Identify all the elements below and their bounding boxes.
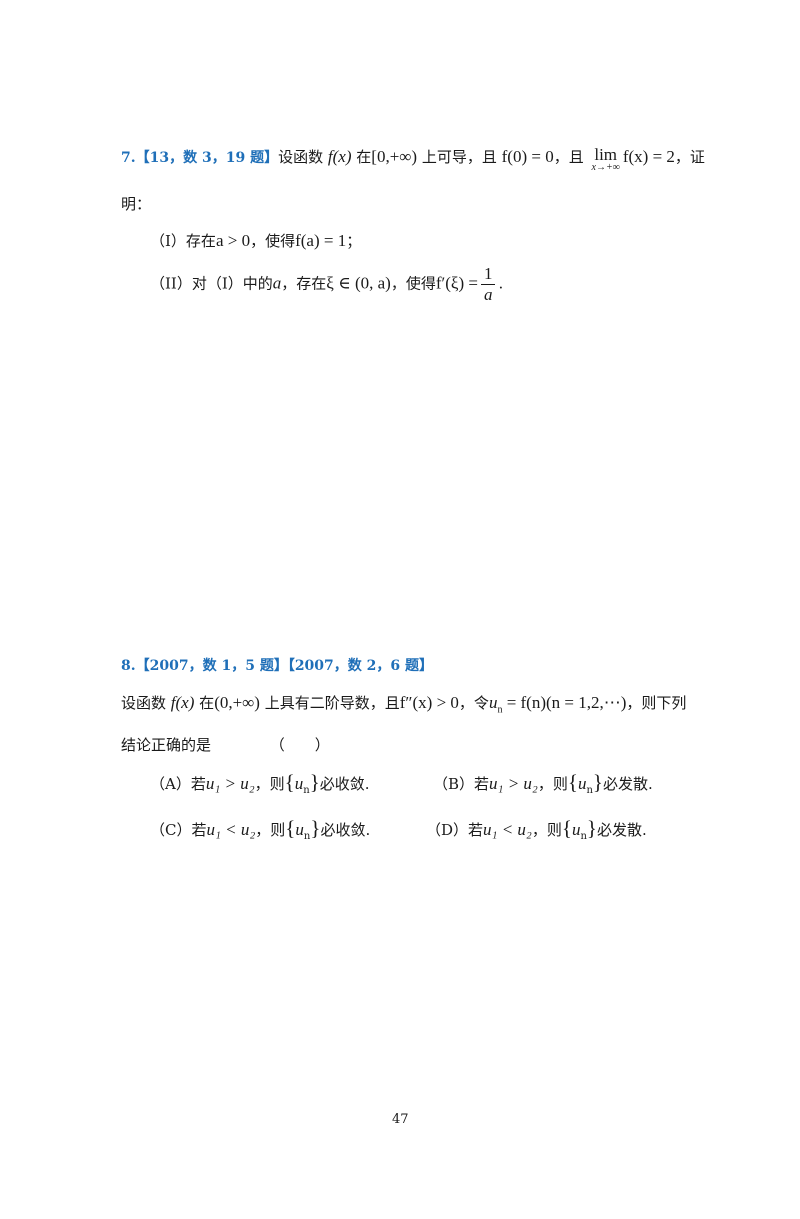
- q7-tag: 【13，数 3，19 题】: [135, 150, 279, 166]
- q7-expr-fx: f(x): [327, 147, 352, 166]
- seq-brace-open: {: [567, 770, 578, 794]
- option-mid: ，则: [254, 775, 285, 793]
- option-end: 必收敛.: [319, 775, 370, 793]
- seq-brace-close: }: [310, 816, 321, 840]
- seq-brace-close: }: [309, 770, 320, 794]
- option-label: （D）若: [426, 821, 484, 839]
- option-label: （A）若: [150, 775, 206, 793]
- seq-brace-open: {: [561, 816, 572, 840]
- option-mid: ，则: [255, 821, 286, 839]
- q7-frac-den: a: [483, 285, 493, 304]
- seq-brace-open: {: [285, 816, 296, 840]
- seq-brace-open: {: [284, 770, 295, 794]
- option-label: （C）若: [150, 821, 207, 839]
- option-end: 必发散.: [602, 775, 653, 793]
- q7-text-b: 在: [356, 148, 372, 166]
- seq-brace-close: }: [592, 770, 603, 794]
- q8-def-rest: = f(n)(n = 1,2,⋯): [502, 693, 627, 712]
- q8-line2: 结论正确的是 （ ）: [121, 734, 330, 755]
- option-end: 必收敛.: [320, 821, 371, 839]
- q7-cond1: f(0) = 0: [501, 147, 554, 166]
- q7-part1-expr2: f(a) = 1: [295, 231, 347, 250]
- q7-part2-mid: ，存在: [281, 274, 327, 293]
- q7-part1: （I）存在a > 0，使得f(a) = 1；: [150, 230, 361, 251]
- option-compare: u₁ < u₂: [206, 820, 256, 839]
- q7-part2-expr: ξ ∈ (0, a): [326, 273, 391, 293]
- q7-part1-end: ；: [346, 232, 362, 250]
- q7-interval: [0,+∞): [371, 147, 418, 166]
- q7-part1-label: （I）存在: [150, 232, 216, 250]
- option-compare: u₁ < u₂: [483, 820, 532, 839]
- q7-text-d: ，且: [553, 148, 584, 166]
- q8-expr-fx: f(x): [170, 693, 195, 712]
- q7-line2: 明：: [121, 195, 152, 213]
- page-number: 47: [392, 1112, 409, 1127]
- q8-def: un = f(n)(n = 1,2,⋯): [488, 693, 627, 716]
- q7-part2-expr2: f′(ξ) =: [435, 273, 478, 293]
- q7-lim-word: lim: [594, 145, 618, 164]
- q7-part1-expr: a > 0: [215, 231, 251, 250]
- q7-line1: 7.【13，数 3，19 题】设函数 f(x) 在[0,+∞) 上可导，且 f(…: [121, 146, 705, 173]
- option-compare: u₁ > u₂: [489, 774, 538, 793]
- q8-option-a: （A）若u₁ > u₂，则{un}必收敛.: [150, 770, 370, 796]
- q8-line1: 设函数 f(x) 在(0,+∞) 上具有二阶导数，且f″(x) > 0，令un …: [121, 692, 686, 715]
- option-seq: u: [294, 774, 304, 793]
- seq-brace-close: }: [586, 816, 597, 840]
- q7-text-c: 上可导，且: [421, 148, 497, 166]
- q8-line2-text: 结论正确的是: [121, 736, 212, 754]
- q8-header: 8.【2007，数 1，5 题】【2007，数 2，6 题】: [121, 655, 433, 675]
- q8-answer-paren: （ ）: [269, 736, 330, 754]
- q8-tag: 【2007，数 1，5 题】【2007，数 2，6 题】: [135, 658, 434, 674]
- q8-text-e: ，则下列: [626, 694, 687, 712]
- q8-def-sub: n: [497, 704, 503, 716]
- option-label: （B）若: [433, 775, 490, 793]
- q7-part2-end: .: [498, 274, 504, 293]
- q8-text-a: 设函数: [121, 694, 167, 712]
- q7-lim-sub: x→+∞: [591, 162, 620, 173]
- option-seq: u: [577, 774, 587, 793]
- q8-number: 8.: [121, 658, 136, 674]
- q7-part1-mid: ，使得: [250, 232, 296, 250]
- q8-option-d: （D）若u₁ < u₂，则{un}必发散.: [426, 816, 647, 842]
- q7-part2-label: （II）对（I）中的: [150, 274, 273, 293]
- option-compare: u₁ > u₂: [205, 774, 255, 793]
- q7-frac-num: 1: [480, 264, 496, 285]
- option-mid: ，则: [537, 775, 568, 793]
- q7-text-a: 设函数: [278, 148, 324, 166]
- option-seq: u: [571, 820, 581, 839]
- q8-text-d: ，令: [458, 694, 489, 712]
- q8-interval: (0,+∞): [214, 693, 260, 712]
- q8-option-b: （B）若u₁ > u₂，则{un}必发散.: [433, 770, 653, 796]
- q8-text-c: 上具有二阶导数，且: [264, 694, 400, 712]
- q7-text-e: ，证: [674, 148, 705, 166]
- option-mid: ，则: [531, 821, 562, 839]
- q7-number: 7.: [121, 150, 136, 166]
- option-seq: u: [295, 820, 304, 839]
- option-end: 必发散.: [596, 821, 647, 839]
- q7-cond2: f(x) = 2: [622, 147, 675, 166]
- q8-text-b: 在: [199, 694, 215, 712]
- q8-def-u: u: [488, 693, 498, 712]
- q8-cond: f″(x) > 0: [399, 693, 459, 712]
- q7-part2-mid2: ，使得: [390, 274, 436, 293]
- q7-part2-a: a: [272, 273, 282, 293]
- q8-option-c: （C）若u₁ < u₂，则{un}必收敛.: [150, 816, 371, 842]
